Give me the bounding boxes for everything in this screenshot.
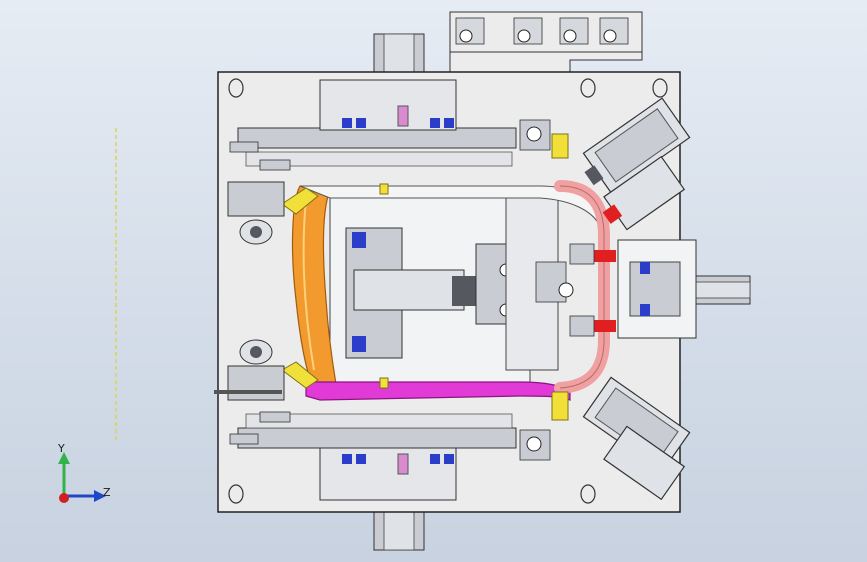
- pneumatic-cylinder-upper-right: [582, 97, 691, 194]
- right-pusher-unit: [617, 239, 697, 339]
- mount-hole: [652, 78, 668, 98]
- bolt: [526, 436, 542, 452]
- mount-hole: [228, 484, 244, 504]
- bottom-cylinder-housing: [319, 447, 457, 501]
- yellow-clamp-top-right: [551, 133, 569, 159]
- right-slide-rail: [689, 275, 751, 305]
- bolt: [558, 282, 574, 298]
- bolt: [526, 126, 542, 142]
- valve-manifold: [449, 11, 643, 73]
- mount-hole: [228, 78, 244, 98]
- top-cylinder-housing: [319, 79, 457, 131]
- center-carriage: [329, 189, 531, 391]
- coordinate-triad: [58, 452, 106, 503]
- left-clamp-upper: [227, 181, 285, 245]
- yellow-clamp-bottom-right: [551, 391, 569, 421]
- red-clamp-block: [594, 250, 616, 262]
- yellow-clamp-upper-left: [281, 187, 319, 215]
- y-axis-label: Y: [58, 442, 65, 455]
- mount-hole: [580, 78, 596, 98]
- yellow-marker: [379, 377, 389, 389]
- yellow-clamp-lower-left: [281, 361, 319, 389]
- magenta-workpiece: [305, 381, 571, 401]
- pneumatic-cylinder-middle-right: [602, 155, 686, 231]
- pneumatic-cylinder-bottom-right: [603, 425, 686, 501]
- yellow-marker: [379, 183, 389, 195]
- z-axis-label: Z: [103, 486, 111, 499]
- pneumatic-cylinder-lower-right: [582, 376, 691, 473]
- mount-hole: [580, 484, 596, 504]
- upper-cross-beam: [237, 127, 517, 167]
- left-clamp-lower: [227, 339, 285, 401]
- red-clamp-block: [594, 320, 616, 332]
